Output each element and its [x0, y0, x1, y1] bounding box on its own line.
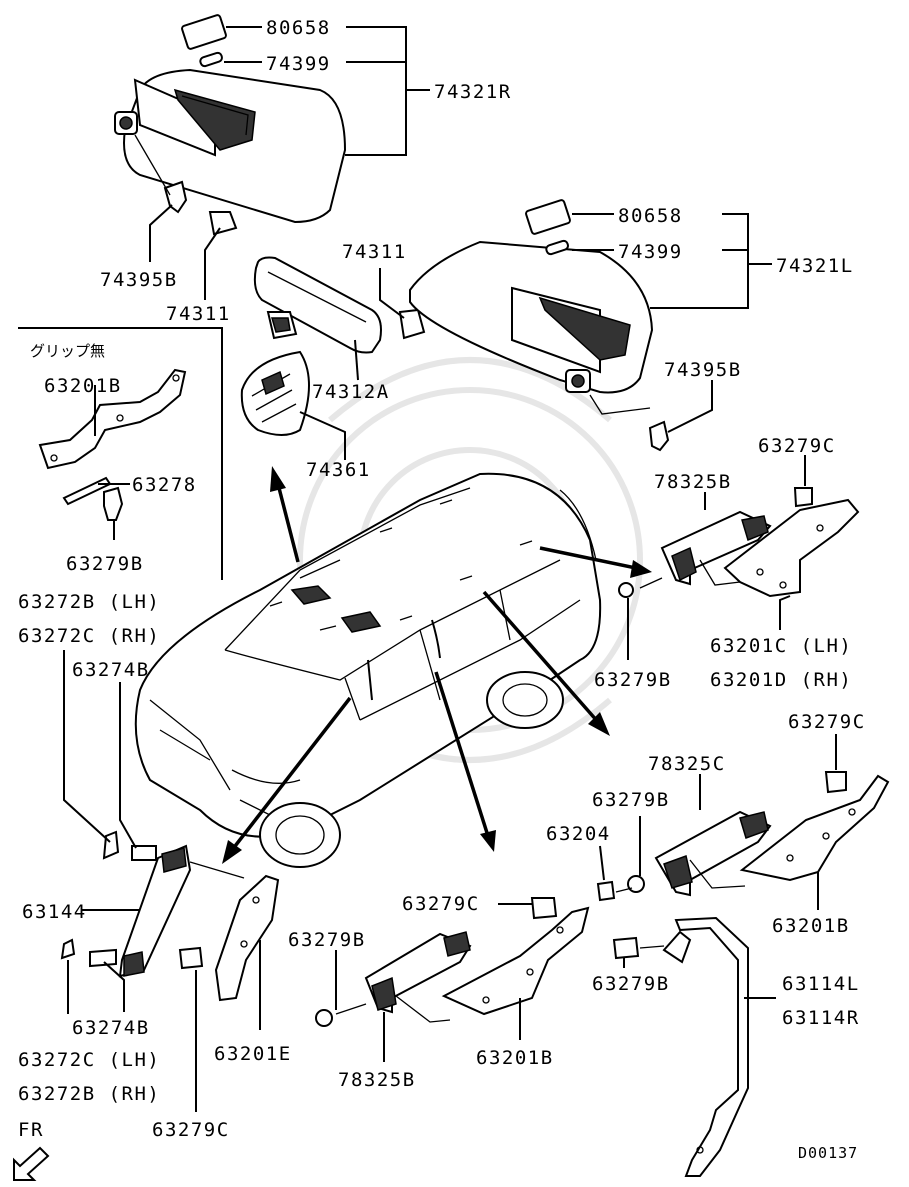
label-63114R: 63114R [782, 1007, 860, 1029]
rear-view-mirror [253, 256, 382, 354]
label-63272B-RH: 63272B (RH) [18, 1083, 160, 1105]
label-63204: 63204 [546, 823, 611, 845]
screw-63274B-upper [131, 845, 157, 861]
dome-light [240, 350, 310, 436]
label-63279C-center: 63279C [402, 893, 480, 915]
label-63272B-LH: 63272B (LH) [18, 591, 160, 613]
label-74395B-left: 74395B [100, 269, 178, 291]
label-78325B-upper: 78325B [654, 471, 732, 493]
clip-63204 [596, 880, 616, 902]
callout-arrows [222, 466, 652, 864]
label-78325B-lower: 78325B [338, 1069, 416, 1091]
label-63279C-upper: 63279C [758, 435, 836, 457]
label-63279B-center: 63279B [288, 929, 366, 951]
label-63201D-RH: 63201D (RH) [710, 669, 852, 691]
label-63279C-mid: 63279C [788, 711, 866, 733]
label-63279C-left: 63279C [152, 1119, 230, 1141]
label-63279B-grip: 63279B [66, 553, 144, 575]
washer-63279B-center [315, 1009, 333, 1027]
label-grip-none: グリップ無 [30, 342, 105, 360]
washer-63279B-mid [627, 875, 645, 893]
label-63274B-lower: 63274B [72, 1017, 150, 1039]
label-63201B-grip: 63201B [44, 375, 122, 397]
washer-63279B-upper [618, 582, 634, 598]
label-plate-80658-top [181, 14, 227, 50]
label-74311-left: 74311 [166, 303, 231, 325]
assist-grip-78325B-upper [660, 498, 860, 598]
assist-grip-78325C [654, 774, 890, 897]
screw-63274B-lower [89, 948, 117, 968]
label-74311-mid: 74311 [342, 241, 407, 263]
label-63201B-mid: 63201B [772, 915, 850, 937]
label-74395B-right: 74395B [664, 359, 742, 381]
label-63278: 63278 [132, 474, 197, 496]
screw-63279B-right [612, 936, 640, 960]
label-63201E: 63201E [214, 1043, 292, 1065]
label-74321R: 74321R [434, 81, 512, 103]
sun-visor-left [409, 240, 654, 394]
label-80658-top: 80658 [266, 17, 331, 39]
assist-grip-63114 [662, 916, 749, 1177]
label-63144: 63144 [22, 901, 87, 923]
label-74399-top: 74399 [266, 53, 331, 75]
label-74361: 74361 [306, 459, 371, 481]
label-63272C-LH: 63272C (LH) [18, 1049, 160, 1071]
assist-grip-78325B-lower [364, 906, 590, 1016]
label-63274B-upper: 63274B [72, 659, 150, 681]
clip-74311-left [208, 211, 238, 236]
part-labels: 80658 74399 74321R 74395B 74311 74311 74… [18, 17, 866, 1162]
label-74321L: 74321L [776, 255, 854, 277]
clip-63272-upper [102, 830, 120, 860]
front-direction-arrow [13, 1146, 50, 1181]
label-fr: FR [18, 1119, 44, 1141]
clip-74311-mid [398, 308, 426, 340]
label-63114L: 63114L [782, 973, 860, 995]
label-74399-right [545, 239, 569, 256]
label-78325C: 78325C [648, 753, 726, 775]
screw-63279B-grip [103, 486, 124, 521]
screw-74395B-left [163, 180, 188, 214]
clip-63272-lower [60, 938, 76, 960]
screw-63279C-left [178, 946, 204, 970]
label-plate-80658-right [525, 199, 571, 235]
screw-63279C-mid [824, 771, 847, 794]
vehicle-outline [134, 472, 602, 868]
screw-63279C-upper [793, 487, 813, 508]
sun-visor-right [114, 68, 347, 224]
label-63279B-mid: 63279B [592, 789, 670, 811]
label-63279B-right: 63279B [592, 973, 670, 995]
screw-63279C-center [530, 897, 558, 920]
label-74399-top [199, 51, 223, 68]
label-74399-right: 74399 [618, 241, 683, 263]
label-63279B-upper: 63279B [594, 669, 672, 691]
label-63201B-lower: 63201B [476, 1047, 554, 1069]
label-74312A: 74312A [312, 381, 390, 403]
label-63201C-LH: 63201C (LH) [710, 635, 852, 657]
screw-74395B-right [648, 420, 670, 452]
label-80658-right: 80658 [618, 205, 683, 227]
label-diagram-code: D00137 [798, 1144, 858, 1162]
assist-grip-63144 [118, 844, 280, 1002]
label-63272C-RH: 63272C (RH) [18, 625, 160, 647]
